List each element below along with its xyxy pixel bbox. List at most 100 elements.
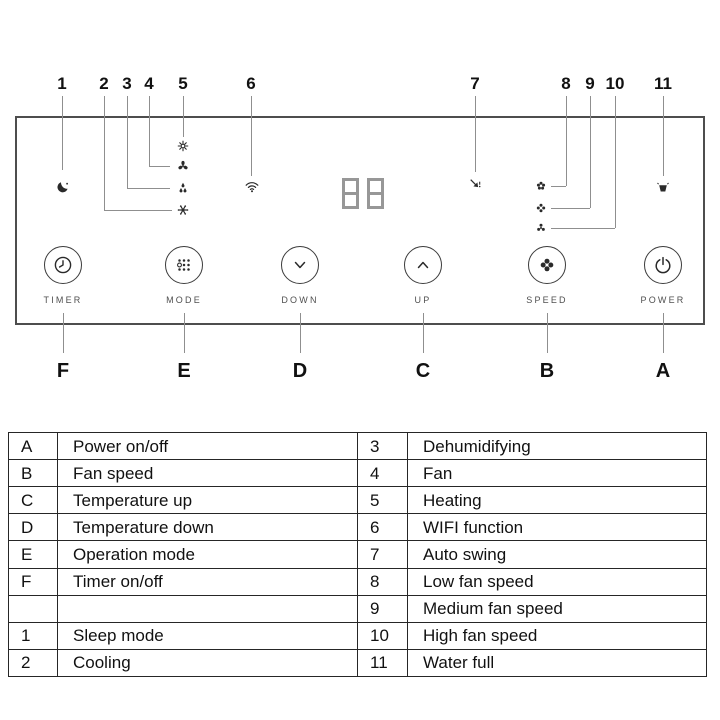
leader-line-10h — [551, 228, 615, 229]
legend-desc — [57, 594, 358, 623]
legend-key: B — [8, 459, 58, 488]
mode-button-label: MODE — [166, 295, 202, 305]
leader-line-8h — [551, 186, 566, 187]
callout-number-7: 7 — [470, 74, 480, 93]
legend-key: 7 — [357, 540, 408, 569]
high-fan-speed-icon — [535, 222, 547, 234]
chevron-up-icon — [413, 255, 433, 275]
table-row: C Temperature up 5 Heating — [8, 486, 707, 515]
callout-number-5: 5 — [178, 74, 188, 93]
legend-desc: Water full — [407, 648, 707, 678]
legend-key — [8, 594, 58, 623]
legend-key: 4 — [357, 459, 408, 488]
up-button[interactable] — [404, 246, 442, 284]
power-icon — [653, 255, 673, 275]
legend-desc: Timer on/off — [57, 567, 358, 596]
timer-button-label: TIMER — [43, 295, 83, 305]
legend-key: 5 — [357, 486, 408, 515]
legend-desc: Heating — [407, 486, 707, 515]
callout-letter-B: B — [539, 360, 555, 382]
leader-line-5 — [183, 96, 184, 137]
leader-line-F — [63, 313, 64, 353]
legend-desc: Operation mode — [57, 540, 358, 569]
table-row: B Fan speed 4 Fan — [8, 459, 707, 488]
fan-icon — [177, 160, 189, 172]
leader-line-D — [300, 313, 301, 353]
down-button[interactable] — [281, 246, 319, 284]
leader-line-1 — [62, 96, 63, 170]
legend-desc: Low fan speed — [407, 567, 707, 596]
table-row: E Operation mode 7 Auto swing — [8, 540, 707, 569]
display-digit — [342, 178, 359, 209]
wifi-icon — [245, 181, 259, 193]
leader-line-10 — [615, 96, 616, 228]
legend-desc: Temperature up — [57, 486, 358, 515]
table-row: 2 Cooling 11 Water full — [8, 648, 707, 678]
table-row: F Timer on/off 8 Low fan speed — [8, 567, 707, 596]
callout-number-3: 3 — [122, 74, 132, 93]
legend-key: 8 — [357, 567, 408, 596]
legend-key: 3 — [357, 431, 408, 461]
legend-desc: Auto swing — [407, 540, 707, 569]
table-row: A Power on/off 3 Dehumidifying — [8, 431, 707, 461]
legend-key: C — [8, 486, 58, 515]
display-digit — [367, 178, 384, 209]
callout-letter-D: D — [292, 360, 308, 382]
legend-key: 10 — [357, 621, 408, 650]
leader-line-A — [663, 313, 664, 353]
leader-line-2h — [104, 210, 172, 211]
legend-desc: High fan speed — [407, 621, 707, 650]
leader-line-9h — [551, 208, 590, 209]
callout-letter-F: F — [56, 360, 70, 382]
auto-swing-icon — [469, 178, 482, 191]
callout-number-10: 10 — [605, 74, 625, 93]
low-fan-speed-icon — [535, 180, 547, 192]
callout-number-4: 4 — [144, 74, 154, 93]
legend-key: E — [8, 540, 58, 569]
dehumidify-drops-icon — [177, 182, 189, 194]
water-full-icon — [656, 181, 670, 193]
chevron-down-icon — [290, 255, 310, 275]
legend-desc: Temperature down — [57, 513, 358, 542]
leader-line-6 — [251, 96, 252, 176]
leader-line-7 — [475, 96, 476, 172]
table-row: 9 Medium fan speed — [8, 594, 707, 623]
speed-button-label: SPEED — [526, 295, 568, 305]
table-row: 1 Sleep mode 10 High fan speed — [8, 621, 707, 650]
legend-desc: Medium fan speed — [407, 594, 707, 623]
leader-line-4 — [149, 96, 150, 166]
power-button[interactable] — [644, 246, 682, 284]
leader-line-8 — [566, 96, 567, 186]
speed-button[interactable] — [528, 246, 566, 284]
callout-number-6: 6 — [246, 74, 256, 93]
legend-desc: Cooling — [57, 648, 358, 678]
legend-key: 1 — [8, 621, 58, 650]
legend-key: A — [8, 431, 58, 461]
down-button-label: DOWN — [281, 295, 319, 305]
callout-letter-A: A — [655, 360, 671, 382]
callout-number-1: 1 — [57, 74, 67, 93]
leader-line-E — [184, 313, 185, 353]
legend-desc: Sleep mode — [57, 621, 358, 650]
leader-line-C — [423, 313, 424, 353]
display-value: 88 — [0, 0, 1, 1]
callout-number-11: 11 — [654, 74, 672, 93]
medium-fan-speed-icon — [535, 202, 547, 214]
legend-key: 11 — [357, 648, 408, 678]
timer-button[interactable] — [44, 246, 82, 284]
sleep-moon-icon — [55, 181, 69, 195]
leader-line-B — [547, 313, 548, 353]
mode-button[interactable] — [165, 246, 203, 284]
power-button-label: POWER — [640, 295, 686, 305]
legend-key: 2 — [8, 648, 58, 678]
callout-letter-C: C — [415, 360, 431, 382]
leader-line-3h — [127, 188, 170, 189]
legend-key: F — [8, 567, 58, 596]
leader-line-2 — [104, 96, 105, 210]
leader-line-4h — [149, 166, 170, 167]
timer-clock-icon — [53, 255, 73, 275]
leader-line-9 — [590, 96, 591, 208]
fan-icon — [537, 255, 557, 275]
legend-desc: WIFI function — [407, 513, 707, 542]
legend-key: 9 — [357, 594, 408, 623]
